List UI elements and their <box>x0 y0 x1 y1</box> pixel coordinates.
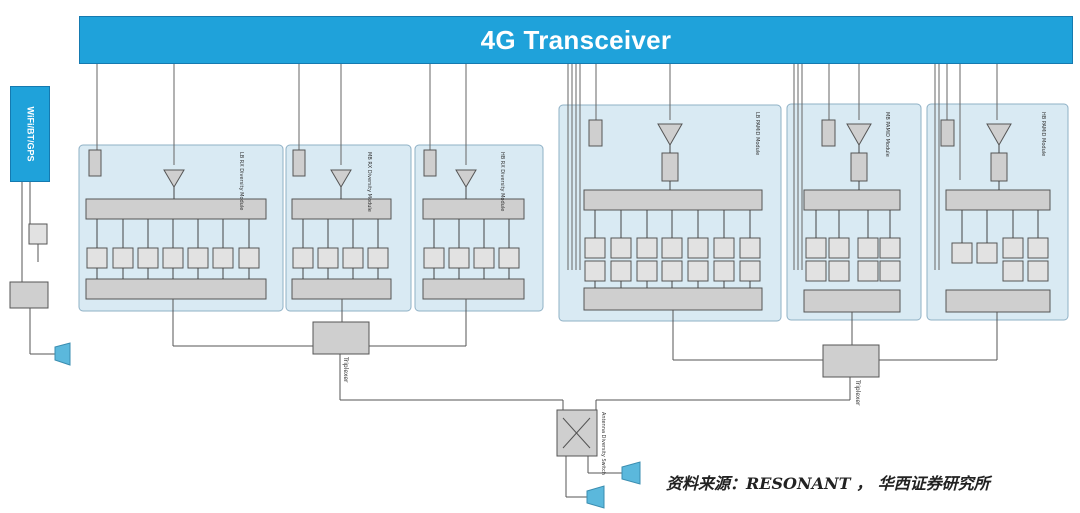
hb-pamid-title: HB PAMiD Module <box>1040 112 1046 157</box>
transceiver-banner: 4G Transceiver <box>79 16 1073 64</box>
lb-rx-module-bg <box>78 144 284 312</box>
wifi-path <box>9 182 71 366</box>
triplexer-left-label: Triplexer <box>342 357 350 383</box>
mb-pamid-title: MB PAMiD Module <box>884 112 890 157</box>
triplexer-left <box>172 299 564 410</box>
mb-rx-title: MB RX Diversity Module <box>366 152 372 212</box>
antenna-switch-label: Antenna Diversity Switch <box>600 412 606 475</box>
hb-pamid-internals <box>940 119 1051 313</box>
transceiver-lines <box>96 64 998 270</box>
transceiver-label: 4G Transceiver <box>480 24 672 55</box>
lb-rx-title: LB RX Diversity Module <box>238 152 244 211</box>
hb-rx-module-bg <box>414 144 544 312</box>
mb-rx-internals <box>291 149 392 300</box>
source-caption: 资料来源：RESONANT ， 华西证券研究所 <box>666 474 990 493</box>
wifi-bt-gps-block: WiFi/BT/GPS <box>10 86 50 182</box>
wifi-label: WiFi/BT/GPS <box>25 106 36 162</box>
triplexer-right-label: Triplexer <box>854 380 862 406</box>
mb-rx-module-bg <box>285 144 412 312</box>
lb-pamid-title: LB PAMiD Module <box>754 112 760 156</box>
lb-rx-internals <box>85 149 267 300</box>
lb-pamid-internals <box>583 119 763 311</box>
hb-rx-title: HB RX Diversity Module <box>499 152 505 212</box>
hb-rx-internals <box>422 149 525 300</box>
triplexer-right <box>595 310 998 410</box>
antenna-switch-graphic <box>556 409 641 509</box>
mb-pamid-internals <box>803 119 901 313</box>
